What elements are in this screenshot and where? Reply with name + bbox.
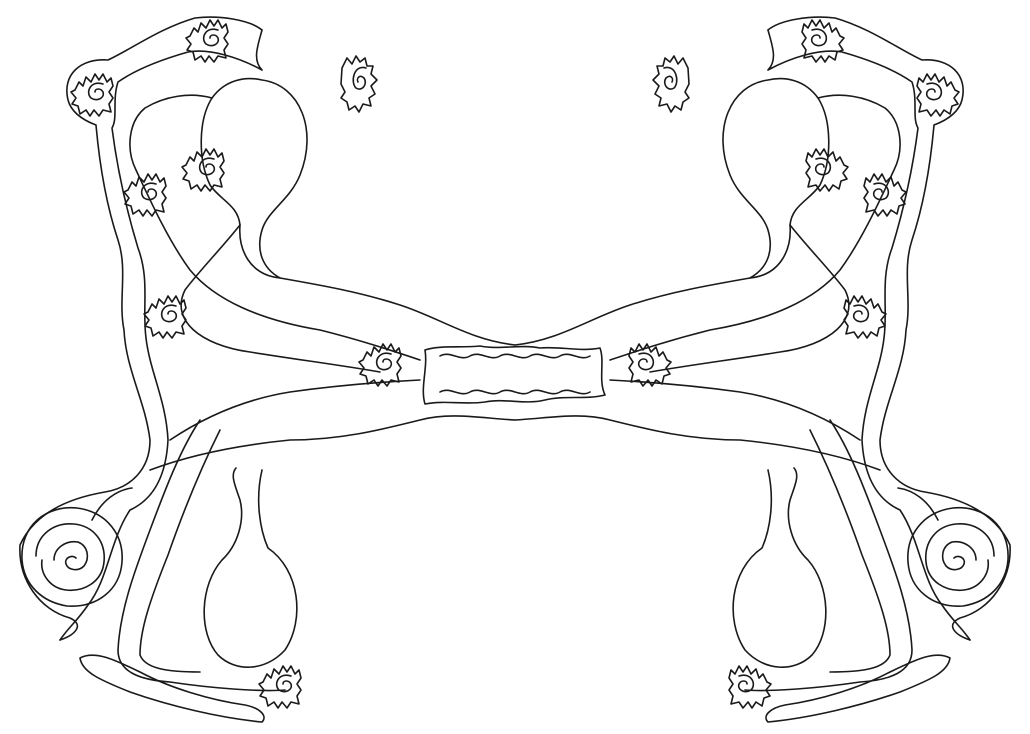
center-piece: [423, 346, 605, 404]
follicle: [259, 666, 301, 708]
left-crossbar-top: [280, 278, 515, 345]
left-lower-lobe: [204, 468, 297, 667]
right-coiled-follicle: [898, 488, 1008, 606]
follicle: [844, 296, 886, 338]
free-follicle: [653, 56, 689, 112]
follicle: [806, 149, 848, 191]
left-follicles: [71, 20, 401, 708]
follicle: [144, 296, 186, 338]
follicle: [864, 174, 906, 216]
follicle: [186, 20, 228, 62]
right-half: [515, 17, 1010, 722]
follicle: [359, 344, 401, 386]
right-lower-lobe: [733, 468, 826, 667]
left-coiled-follicle: [22, 488, 132, 606]
left-outer-tube: [20, 17, 262, 640]
right-inner-loop-2: [650, 225, 849, 372]
right-follicles: [629, 20, 959, 708]
left-inner-loop-2: [181, 225, 380, 372]
right-crossbar-top: [515, 278, 750, 345]
right-outer-tube: [768, 17, 1010, 640]
follicle: [71, 74, 113, 116]
follicle: [629, 344, 671, 386]
follicle: [182, 149, 224, 191]
left-half: [20, 17, 515, 722]
free-follicle: [341, 56, 377, 112]
left-lower-tube: [118, 420, 285, 691]
follicle: [917, 74, 959, 116]
follicle: [729, 666, 771, 708]
follicle: [124, 174, 166, 216]
follicle: [802, 20, 844, 62]
right-crossbar-mid: [610, 380, 860, 440]
left-upper-lobe: [201, 79, 307, 278]
right-upper-lobe: [723, 79, 829, 278]
right-lower-tube: [745, 420, 912, 691]
left-crossbar-mid: [170, 380, 420, 440]
